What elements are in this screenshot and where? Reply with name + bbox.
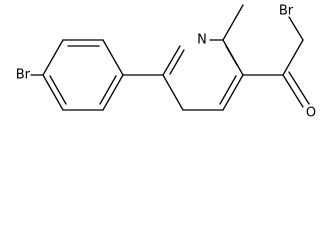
bond-carbonyl-o xyxy=(282,74,304,108)
bond xyxy=(102,39,124,76)
bond xyxy=(222,74,244,111)
atom-bromine-alkyl: Br xyxy=(279,4,294,19)
bond xyxy=(162,74,184,111)
bromophenyl-ring xyxy=(42,39,124,111)
bond xyxy=(42,39,64,76)
double-bond-inner xyxy=(99,75,117,105)
double-bond-inner xyxy=(219,75,237,105)
atom-bromine-aryl: Br xyxy=(16,68,31,83)
bond-ch2-bromine xyxy=(288,16,304,41)
double-bond-inner xyxy=(49,75,67,105)
bond xyxy=(102,74,124,111)
bond xyxy=(162,45,181,76)
structure-diagram: Br N Br O xyxy=(16,4,316,121)
bond-methyl xyxy=(222,4,244,41)
atom-oxygen: O xyxy=(306,106,316,121)
bond-carbonyl-o-double xyxy=(288,71,310,105)
double-bond-inner xyxy=(169,49,185,75)
atom-nitrogen: N xyxy=(197,33,207,48)
bond-carbonyl-ch2 xyxy=(282,39,304,76)
double-bond-inner xyxy=(225,45,238,66)
bond xyxy=(42,74,64,111)
pyridine-ring xyxy=(162,39,244,111)
